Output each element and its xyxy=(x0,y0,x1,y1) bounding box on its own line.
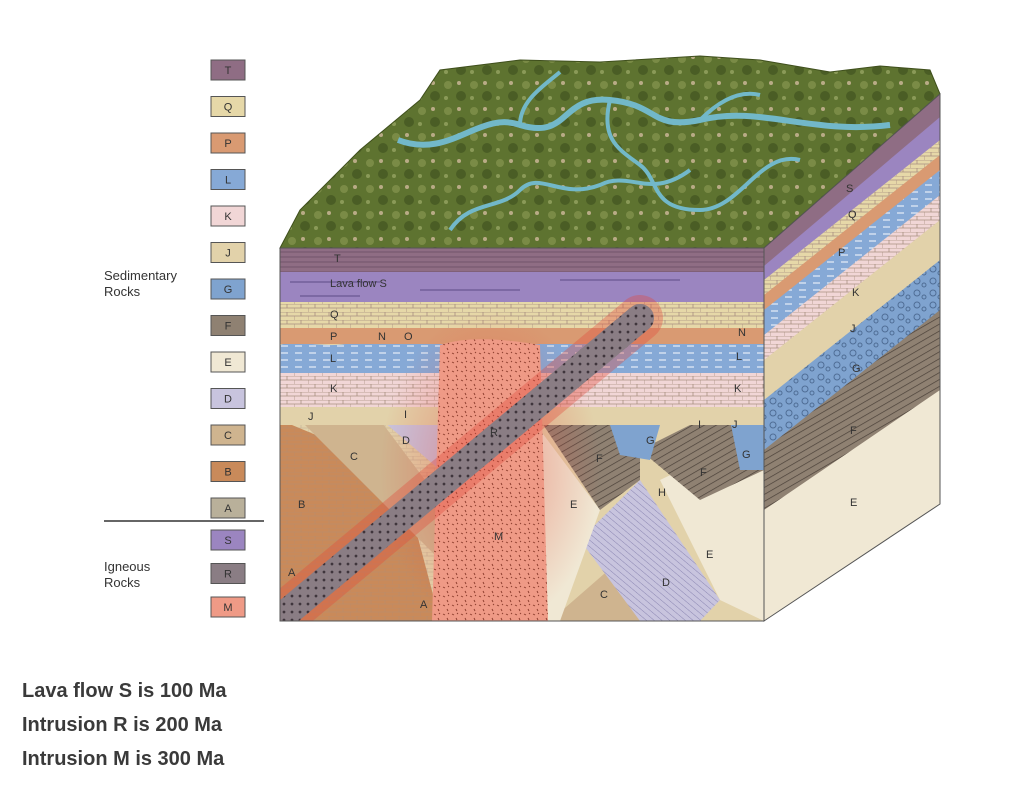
caption-intrusion-M: Intrusion M is 300 Ma xyxy=(22,748,225,770)
legend-swatch-label-S: S xyxy=(224,535,231,547)
legend-igneous-label-2: Rocks xyxy=(104,575,141,590)
legend-swatch-R xyxy=(210,563,246,584)
label-M: M xyxy=(494,531,503,543)
geologic-block-diagram: Sedimentary Rocks Igneous Rocks TQPLKJGF… xyxy=(104,55,941,622)
river xyxy=(396,96,891,148)
legend-swatch-label-F: F xyxy=(225,321,232,333)
label-S-side: S xyxy=(846,183,853,195)
layer-lava-S xyxy=(280,272,764,302)
label-K-right: K xyxy=(734,383,742,395)
legend-swatch-E xyxy=(210,351,246,373)
label-N: N xyxy=(378,331,386,343)
river-branch-2 xyxy=(518,70,562,126)
legend-swatch-G xyxy=(210,278,246,300)
legend-swatch-F xyxy=(210,315,246,336)
legend-swatch-K xyxy=(210,205,246,227)
label-G: G xyxy=(646,435,655,447)
legend-sedimentary-label-2: Rocks xyxy=(104,284,141,299)
label-L-right: L xyxy=(736,351,742,363)
label-J-side: J xyxy=(850,323,856,335)
label-J: J xyxy=(308,411,314,423)
legend-swatch-label-E: E xyxy=(224,357,231,369)
label-G-right: G xyxy=(742,449,751,461)
label-F-right: F xyxy=(700,467,707,479)
legend-swatches: T Q P L K J G F E D C B A S R M xyxy=(210,59,246,618)
label-I-right: I xyxy=(698,419,701,431)
legend-swatch-label-T: T xyxy=(225,65,232,77)
legend-swatch-S xyxy=(210,529,246,551)
label-K: K xyxy=(330,383,338,395)
legend-igneous-label: Igneous xyxy=(104,559,151,574)
legend-swatch-label-B: B xyxy=(224,467,231,479)
label-R: R xyxy=(490,427,498,439)
block: T Lava flow S Q P N N O L L K K J J I I … xyxy=(279,55,941,622)
label-A: A xyxy=(288,567,296,579)
legend-swatch-label-J: J xyxy=(225,248,231,260)
label-O: O xyxy=(404,331,413,343)
legend-sedimentary-label: Sedimentary xyxy=(104,268,177,283)
river-branch-3 xyxy=(605,99,801,213)
side-layer-E xyxy=(764,380,940,621)
legend-swatch-label-C: C xyxy=(224,430,232,442)
label-B: B xyxy=(298,499,305,511)
legend-swatch-label-K: K xyxy=(224,211,232,223)
label-L: L xyxy=(330,353,336,365)
legend-swatch-label-P: P xyxy=(224,138,231,150)
label-lava-flow-S: Lava flow S xyxy=(330,278,387,290)
block-labels: T Lava flow S Q P N N O L L K K J J I I … xyxy=(288,183,861,611)
caption-lava-flow-S: Lava flow S is 100 Ma xyxy=(22,680,227,702)
label-P: P xyxy=(330,331,337,343)
label-E-right: E xyxy=(706,549,713,561)
label-C-right: C xyxy=(600,589,608,601)
label-I: I xyxy=(404,409,407,421)
label-C: C xyxy=(350,451,358,463)
legend-swatch-label-G: G xyxy=(224,284,233,296)
label-A-bottom: A xyxy=(420,599,428,611)
legend-swatch-B xyxy=(210,461,246,482)
label-N-right: N xyxy=(738,327,746,339)
label-H: H xyxy=(658,487,666,499)
label-F: F xyxy=(596,453,603,465)
legend-swatch-P xyxy=(210,132,246,154)
legend-swatch-Q xyxy=(210,96,246,117)
caption-intrusion-R: Intrusion R is 200 Ma xyxy=(22,714,223,736)
legend-swatch-label-R: R xyxy=(224,569,232,581)
legend: Sedimentary Rocks Igneous Rocks T Q P L K J G F… xyxy=(104,59,264,618)
legend-swatch-label-Q: Q xyxy=(224,102,233,114)
legend-swatch-M xyxy=(210,596,246,618)
label-Q: Q xyxy=(330,309,339,321)
legend-swatch-A xyxy=(210,497,246,519)
label-G-side: G xyxy=(852,363,861,375)
label-E: E xyxy=(570,499,577,511)
river-branch-1 xyxy=(448,168,692,232)
legend-swatch-C xyxy=(210,424,246,446)
layer-G xyxy=(610,425,660,460)
label-T: T xyxy=(334,253,341,265)
side-layer-J xyxy=(764,215,940,400)
label-F-side: F xyxy=(850,425,857,437)
legend-swatch-label-D: D xyxy=(224,394,232,406)
side-face xyxy=(764,94,940,621)
side-layer-T xyxy=(764,94,940,266)
legend-swatch-L xyxy=(210,169,246,190)
label-D-right: D xyxy=(662,577,670,589)
label-J-right: J xyxy=(732,419,738,431)
river-branch-4 xyxy=(698,91,761,122)
label-K-side: K xyxy=(852,287,860,299)
label-D: D xyxy=(402,435,410,447)
legend-swatch-T xyxy=(210,59,246,81)
land-surface xyxy=(279,55,941,249)
legend-swatch-D xyxy=(210,388,246,409)
legend-swatch-label-A: A xyxy=(224,503,232,515)
label-P-side: P xyxy=(838,247,845,259)
front-face xyxy=(280,248,764,621)
legend-swatch-label-M: M xyxy=(223,602,232,614)
legend-swatch-J xyxy=(210,242,246,263)
label-Q-side: Q xyxy=(848,209,857,221)
label-E-side: E xyxy=(850,497,857,509)
legend-swatch-label-L: L xyxy=(225,175,231,187)
